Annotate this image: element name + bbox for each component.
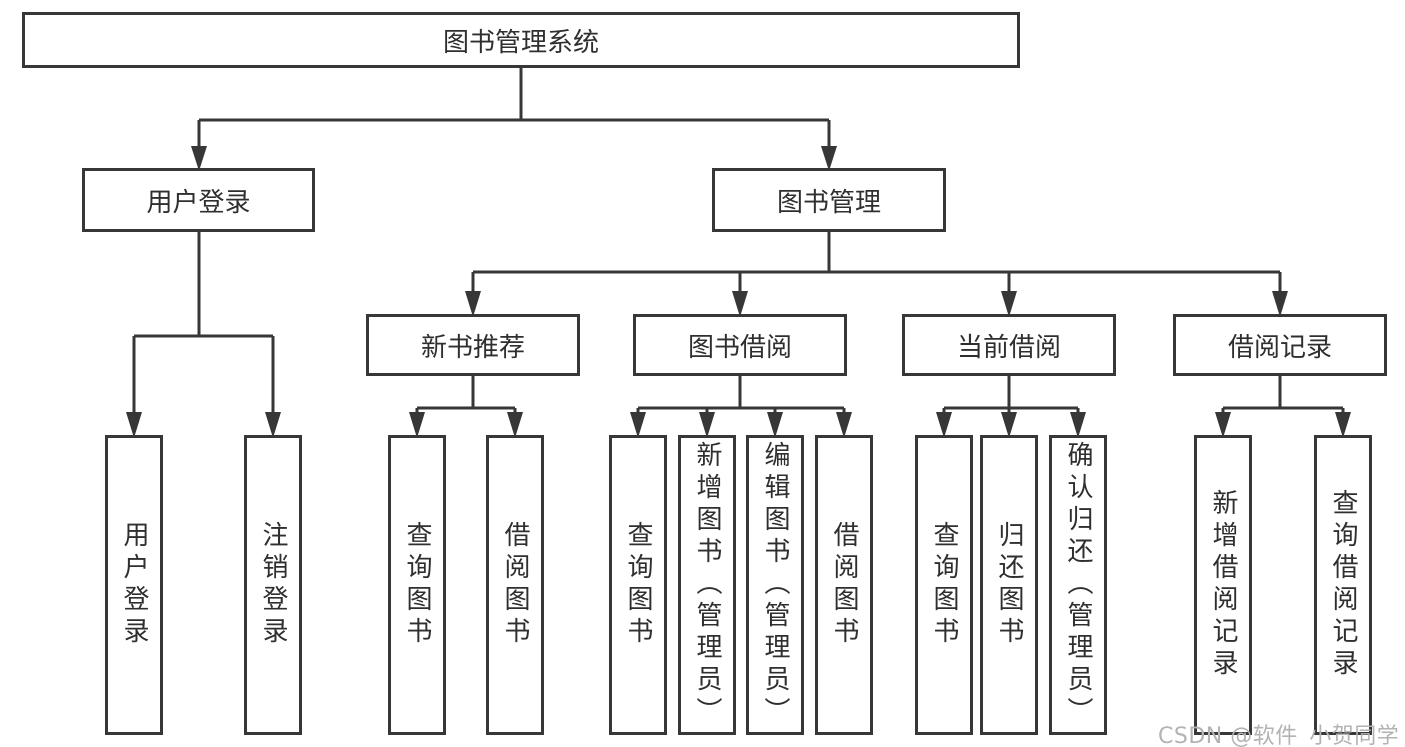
node-borrow-record: 借阅记录	[1173, 314, 1387, 376]
leaf-label: 归还图书	[994, 521, 1024, 649]
leaf-label: 查询图书	[402, 521, 432, 649]
leaf-label: 借阅图书	[500, 521, 530, 649]
node-label: 新书推荐	[420, 332, 525, 363]
leaf-label: 编辑图书（管理员）	[760, 441, 790, 729]
leaf-label: 查询借阅记录	[1328, 489, 1358, 681]
leaf-confirm-return-admin: 确认归还（管理员）	[1049, 435, 1107, 735]
csdn-watermark: CSDN @软件_小贺同学	[1158, 724, 1400, 747]
node-new-book-recommend: 新书推荐	[366, 314, 580, 376]
node-label: 用户登录	[146, 187, 251, 218]
leaf-query-books-recommend: 查询图书	[388, 435, 446, 735]
node-label: 图书借阅	[687, 332, 792, 363]
leaf-user-login: 用户登录	[105, 435, 163, 735]
leaf-borrow-books-recommend: 借阅图书	[486, 435, 544, 735]
leaf-query-books-current: 查询图书	[915, 435, 973, 735]
node-root-system: 图书管理系统	[22, 12, 1020, 68]
node-label: 当前借阅	[956, 332, 1061, 363]
node-label: 图书管理	[776, 187, 881, 218]
node-user-login: 用户登录	[82, 168, 315, 232]
leaf-return-books: 归还图书	[980, 435, 1038, 735]
leaf-label: 借阅图书	[829, 521, 859, 649]
node-book-borrow: 图书借阅	[633, 314, 847, 376]
leaf-query-books-borrow: 查询图书	[609, 435, 667, 735]
leaf-label: 查询图书	[623, 521, 653, 649]
node-current-borrow: 当前借阅	[902, 314, 1116, 376]
leaf-label: 新增图书（管理员）	[692, 441, 722, 729]
leaf-label: 确认归还（管理员）	[1063, 441, 1093, 729]
leaf-edit-books-admin: 编辑图书（管理员）	[746, 435, 804, 735]
leaf-label: 新增借阅记录	[1208, 489, 1238, 681]
leaf-label: 注销登录	[258, 521, 288, 649]
node-book-management: 图书管理	[712, 168, 946, 232]
leaf-label: 用户登录	[119, 521, 149, 649]
leaf-query-borrow-record: 查询借阅记录	[1314, 435, 1372, 735]
leaf-logout: 注销登录	[244, 435, 302, 735]
leaf-add-borrow-record: 新增借阅记录	[1194, 435, 1252, 735]
leaf-label: 查询图书	[929, 521, 959, 649]
node-label: 图书管理系统	[442, 27, 599, 58]
leaf-add-books-admin: 新增图书（管理员）	[678, 435, 736, 735]
node-label: 借阅记录	[1227, 332, 1332, 363]
leaf-borrow-books: 借阅图书	[815, 435, 873, 735]
